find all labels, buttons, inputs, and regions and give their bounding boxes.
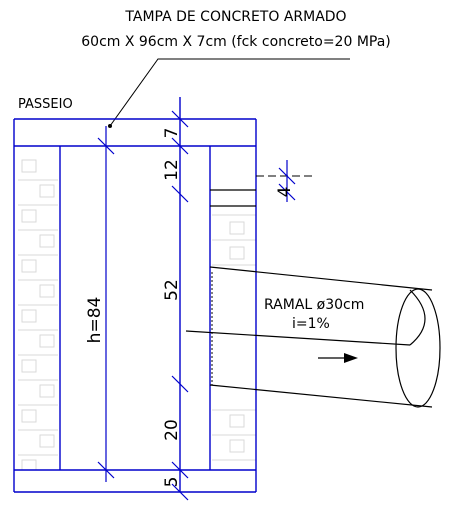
title-line-2: 60cm X 96cm X 7cm (fck concreto=20 MPa) (81, 34, 391, 50)
passeio-label: PASSEIO (18, 97, 73, 112)
dimension-label-pipe-gap: 4 (275, 187, 295, 198)
leader-dot (108, 124, 112, 128)
dimension-label-middle: 52 (162, 279, 182, 301)
ramal-label: RAMAL ø30cm (264, 297, 364, 313)
pipe-gap-slot (210, 189, 256, 207)
dimension-label-lower: 20 (162, 419, 182, 441)
ramal-pipe (185, 266, 441, 408)
slope-label: i=1% (292, 316, 330, 332)
height-label: h=84 (85, 297, 105, 344)
right-wall-brick-pattern (212, 214, 256, 461)
dimension-ticks (171, 110, 296, 501)
dimension-label-upper: 12 (162, 159, 182, 181)
dimension-label-top-slab: 7 (162, 128, 182, 139)
left-wall-brick-pattern (18, 159, 58, 471)
height-dimension-line (97, 126, 115, 482)
title-leader-line (109, 58, 350, 127)
manhole-structure (13, 97, 257, 493)
flow-arrow (318, 353, 358, 363)
title-line-1: TAMPA DE CONCRETO ARMADO (124, 9, 346, 25)
dimension-label-base: 5 (162, 477, 182, 488)
